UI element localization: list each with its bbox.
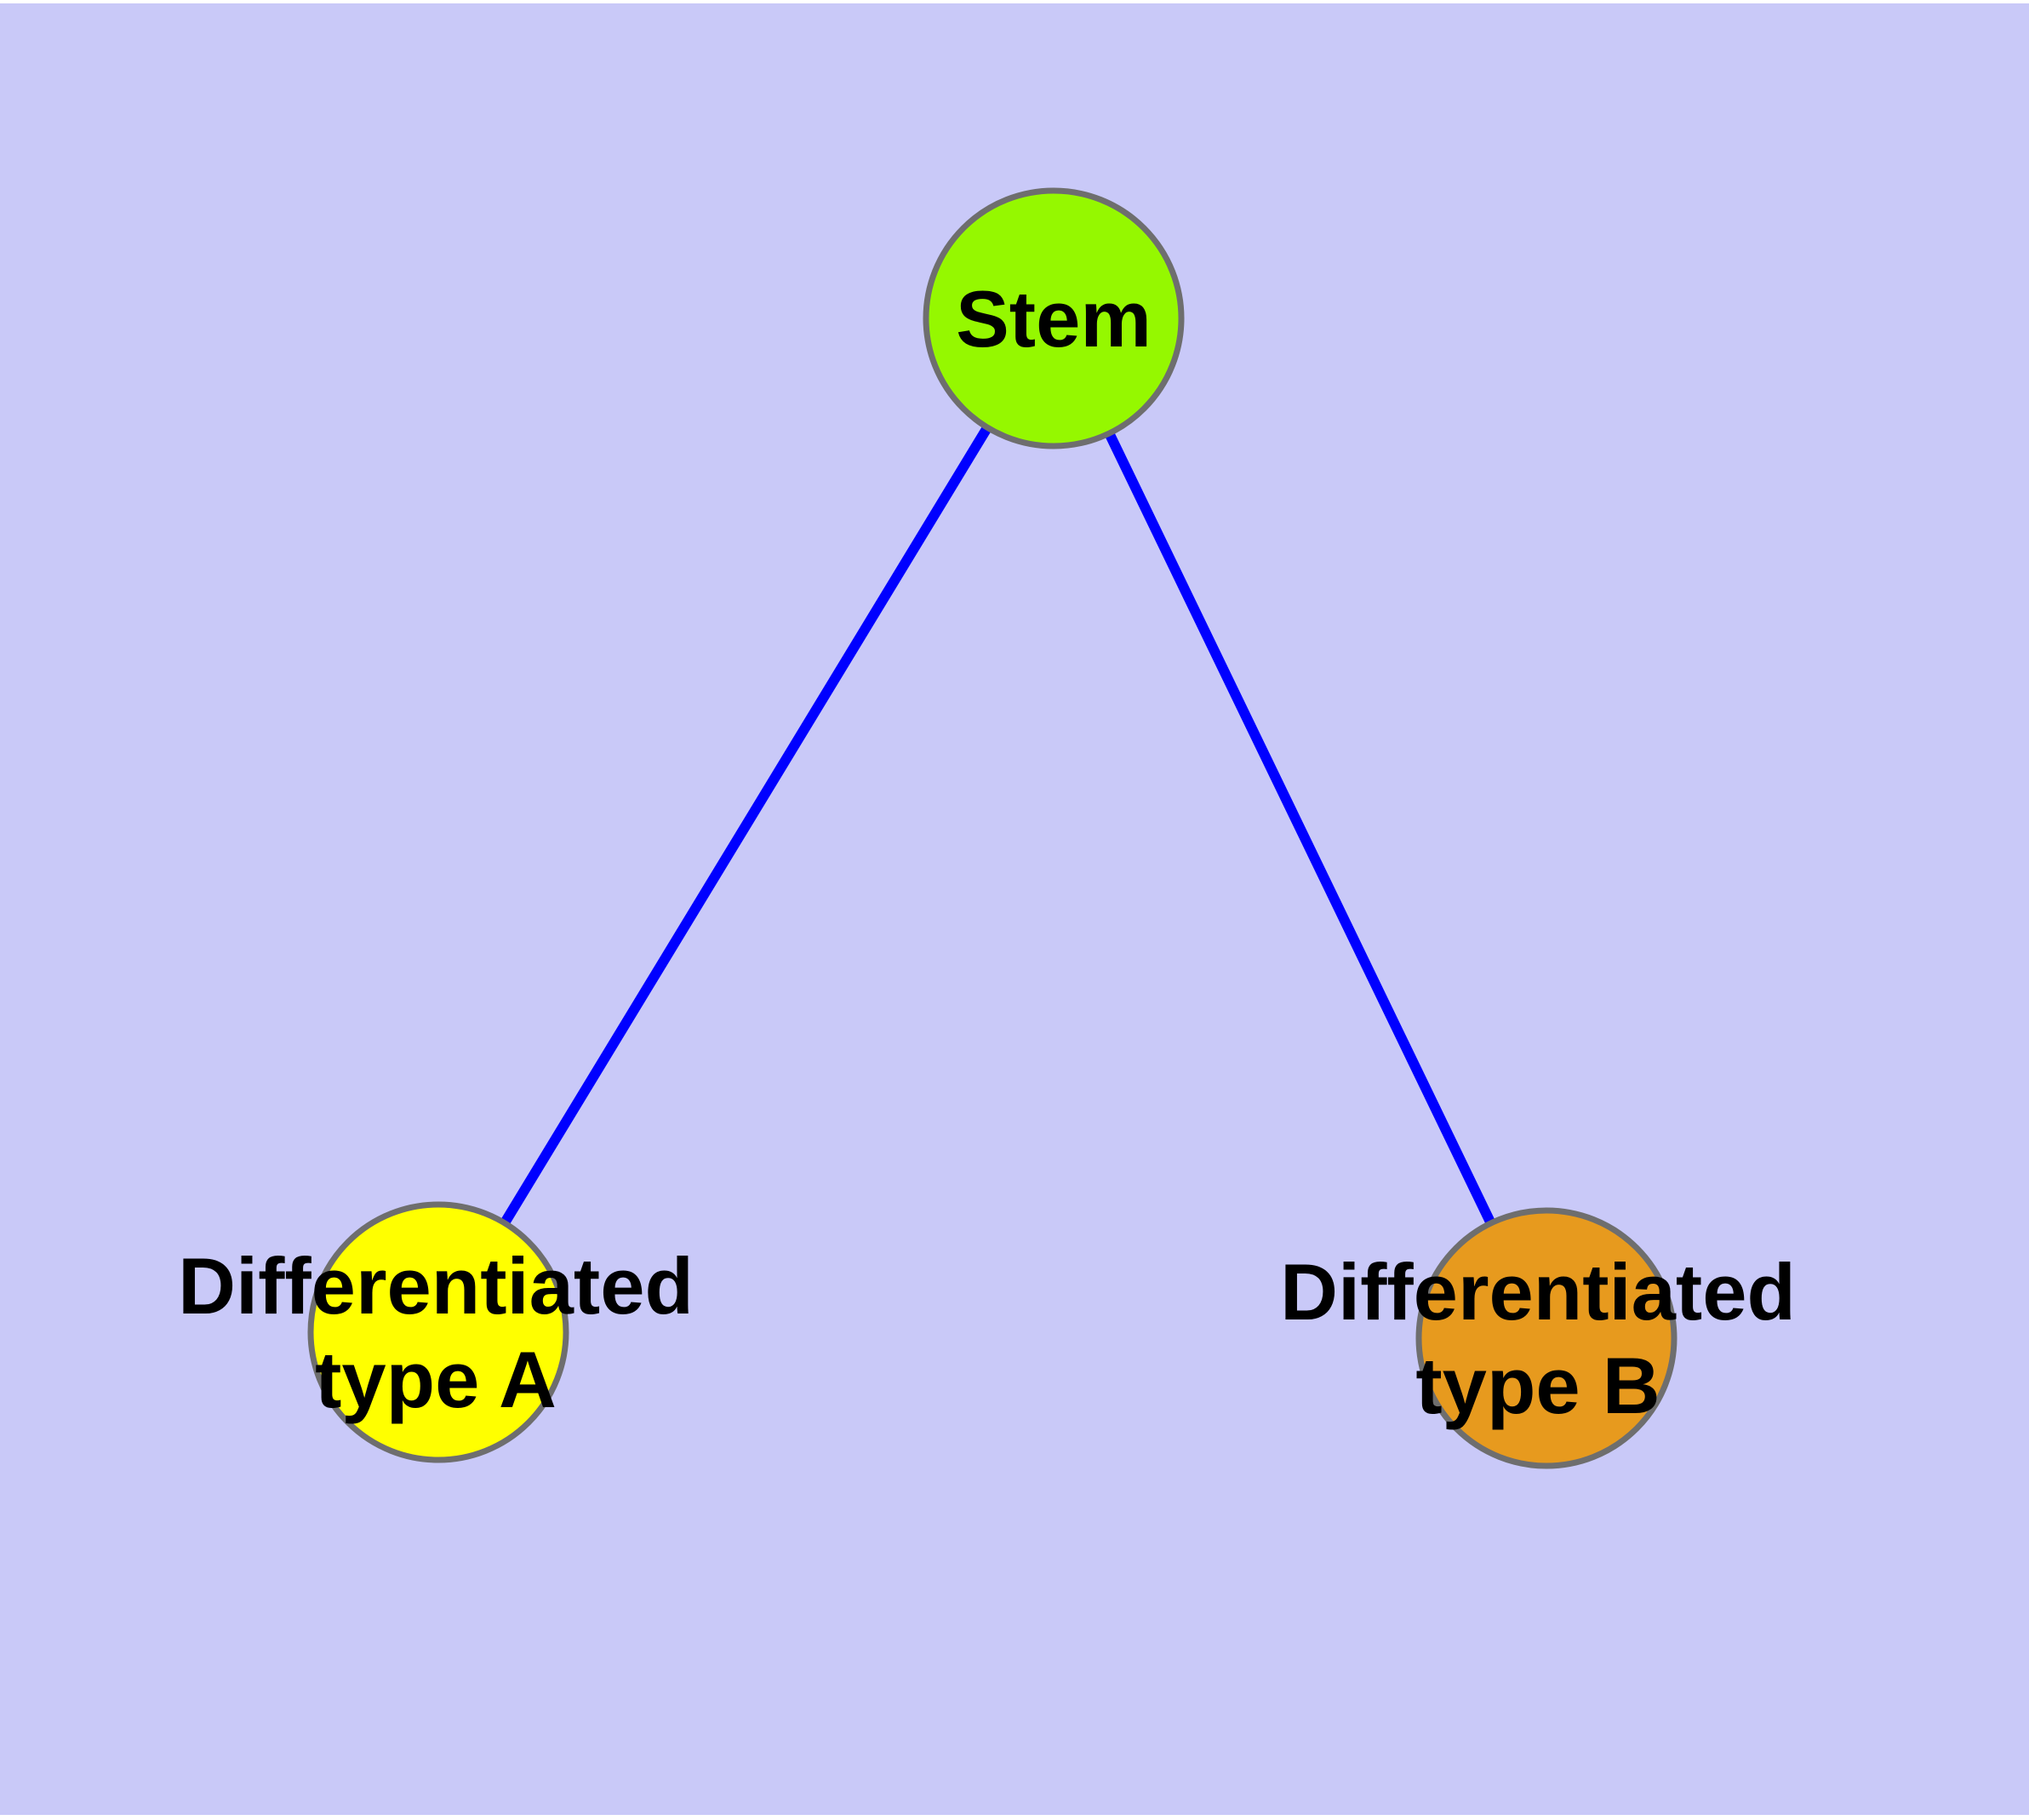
node-differentiated-type-a <box>307 1201 569 1463</box>
node-type-a-label-line-2: type A <box>315 1335 557 1424</box>
node-type-b-label-line-1: Differentiated <box>1280 1247 1796 1336</box>
edge-stem-to-type-a <box>433 315 1059 1336</box>
node-stem <box>923 187 1185 449</box>
node-differentiated-type-b <box>1415 1207 1677 1469</box>
edge-stem-to-type-b <box>1049 316 1552 1341</box>
node-type-a-label-line-1: Differentiated <box>178 1241 694 1331</box>
node-type-b-label-line-2: type B <box>1415 1341 1660 1430</box>
node-stem-label: Stem <box>956 274 1152 363</box>
